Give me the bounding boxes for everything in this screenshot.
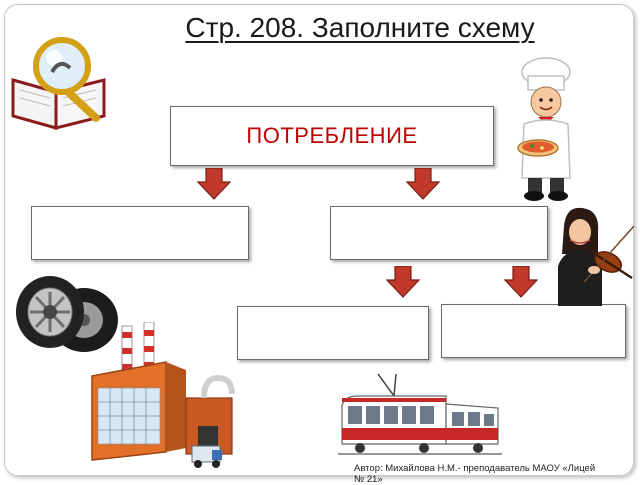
root-label: ПОТРЕБЛЕНИЕ [246, 123, 418, 148]
arrow-down-icon [406, 168, 440, 200]
empty-box-bottom-left[interactable] [237, 306, 429, 360]
chef-icon [517, 57, 571, 201]
empty-box-middle[interactable] [330, 206, 548, 260]
arrow-down-icon [197, 168, 231, 200]
author-credit-line1: Автор: Михайлова Н.М.- преподаватель МАО… [354, 463, 596, 474]
arrow-down-icon [504, 266, 538, 298]
tram-icon [338, 373, 502, 455]
violinist-icon [558, 207, 635, 306]
book-magnifier-icon [11, 37, 106, 130]
slide-frame [4, 4, 634, 476]
root-box: ПОТРЕБЛЕНИЕ [170, 106, 494, 166]
factory-icon [91, 322, 235, 468]
empty-box-left[interactable] [31, 206, 249, 260]
tires-icon [16, 276, 118, 352]
author-credit: Автор: Михайлова Н.М.- преподаватель МАО… [354, 463, 640, 485]
slide-title: Стр. 208. Заполните схему [185, 12, 535, 43]
empty-box-bottom-right[interactable] [441, 304, 626, 358]
arrow-down-icon [386, 266, 420, 298]
